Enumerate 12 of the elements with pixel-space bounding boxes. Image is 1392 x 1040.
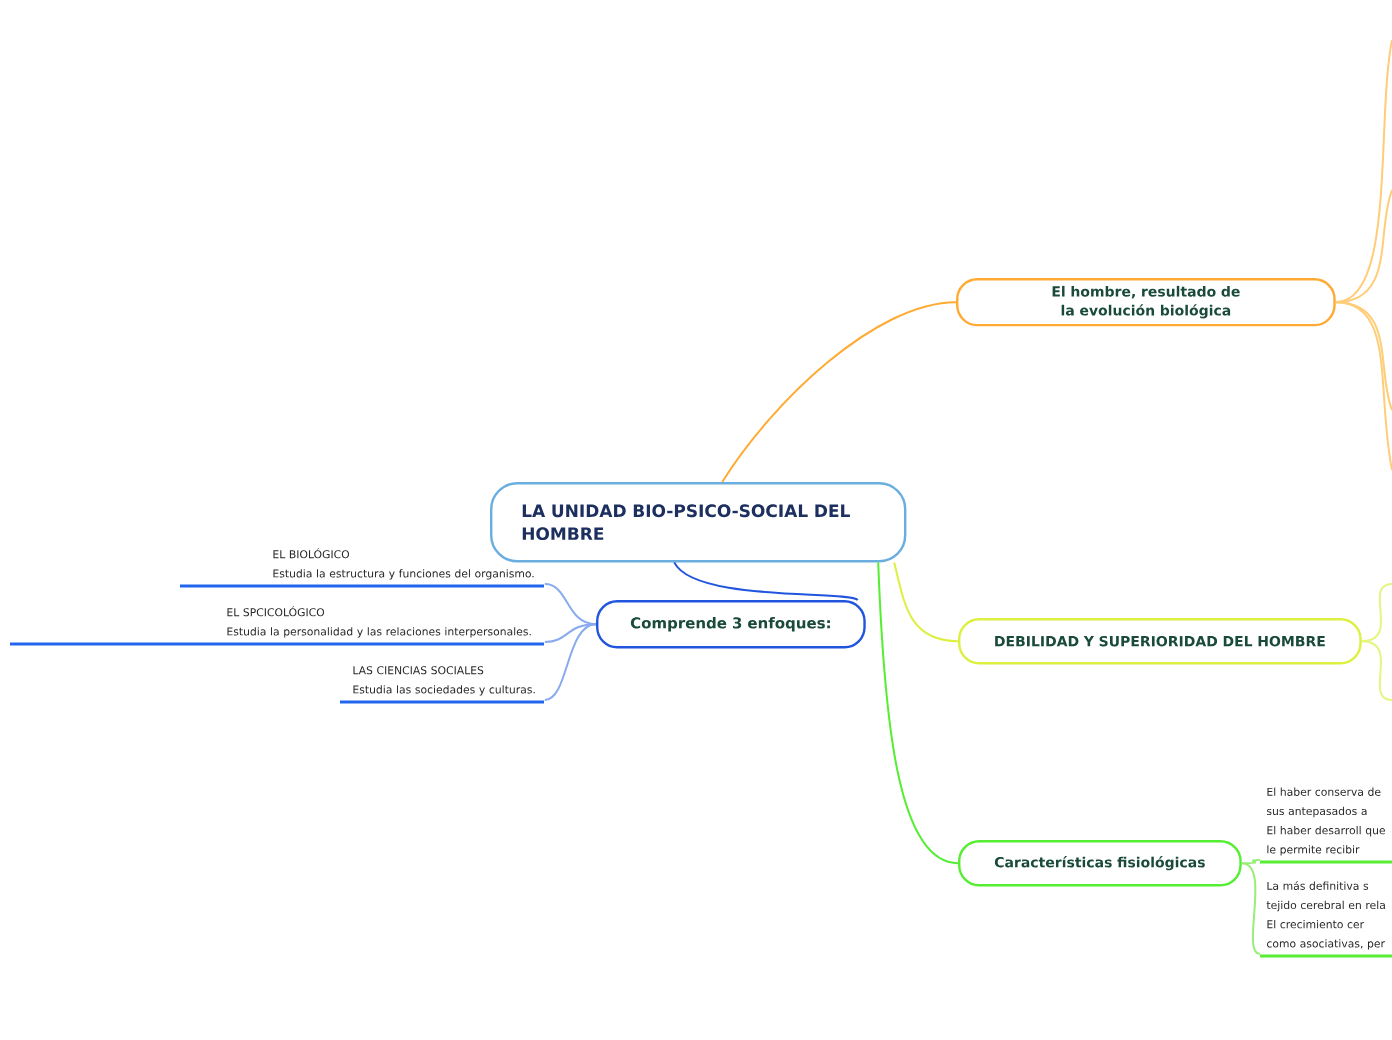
topic-box: LA UNIDAD BIO-PSICO-SOCIAL DEL HOMBRE: [490, 482, 907, 563]
branch-line: [543, 623, 597, 701]
branch-line: [1334, 301, 1392, 471]
branch-line: [1360, 583, 1392, 643]
branch-line: [673, 561, 859, 601]
branch-line: [893, 561, 959, 643]
branch-line: [721, 301, 957, 483]
branch-line: [1360, 640, 1392, 701]
branch-line: [543, 623, 597, 643]
branch-line: [1240, 862, 1261, 955]
branch-line: [1240, 859, 1261, 865]
branch-line: [877, 561, 959, 865]
